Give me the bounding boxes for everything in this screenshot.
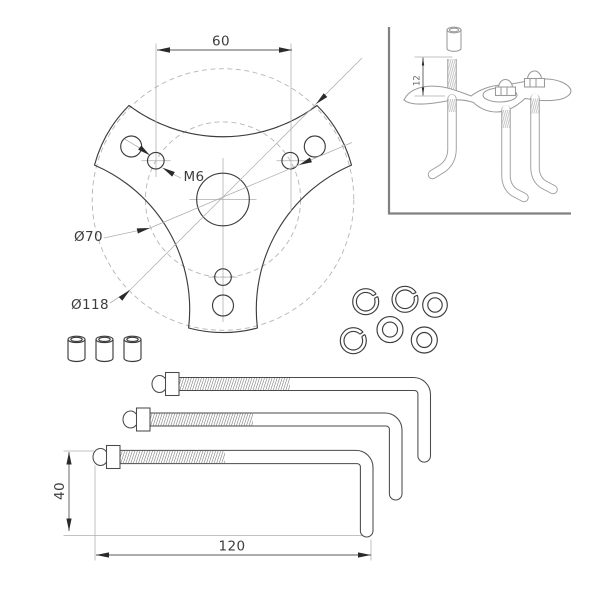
stud-right-leg — [530, 93, 558, 195]
anchor-bolt-middle — [122, 407, 403, 501]
flat-washer — [376, 316, 404, 344]
spacer-sleeve — [95, 335, 114, 363]
flange-plate-outline — [93, 104, 353, 334]
spacer-sleeve — [123, 335, 142, 363]
inset-frame — [387, 27, 571, 215]
m6-label: M6 — [184, 169, 205, 185]
spring-washer — [339, 327, 367, 355]
spring-washer — [352, 288, 380, 316]
dim-12-label: 12 — [413, 75, 423, 86]
dimension-thread-protrusion: 12 — [413, 56, 453, 97]
dim-40-label: 40 — [52, 482, 68, 500]
bolt-cap — [151, 374, 168, 394]
mount-hole-bottom — [211, 294, 235, 317]
inset-plate — [403, 78, 572, 113]
bolt-circle-callout: Ø70 — [74, 142, 353, 245]
anchor-bolt-top — [151, 371, 432, 463]
m6-hole-left — [146, 151, 165, 170]
flange-top-view: 60 M6 Ø70 Ø118 — [71, 34, 363, 334]
mount-hole-left — [120, 135, 143, 158]
dim-60-label: 60 — [212, 34, 230, 50]
d118-label: Ø118 — [71, 297, 109, 313]
dome-nut-right — [523, 70, 546, 88]
inset-assembly-view: 12 — [387, 26, 572, 215]
dimension-total-length: 120 — [96, 539, 371, 558]
flat-washer — [410, 326, 438, 354]
m6-hole-bottom — [214, 268, 232, 286]
stud-left-upper — [447, 58, 457, 92]
bolt-cap — [92, 447, 109, 467]
stud-middle-leg — [501, 105, 529, 203]
outer-dia-callout: Ø118 — [71, 57, 363, 313]
d70-label: Ø70 — [74, 229, 103, 245]
spacer-sleeves — [67, 335, 142, 363]
bolt-nut — [135, 407, 151, 432]
stud-left-leg — [427, 94, 457, 180]
m6-callout: M6 — [162, 167, 205, 185]
spacer-sleeve — [67, 335, 86, 363]
inset-spacer-sleeve — [446, 26, 462, 52]
dimension-leg-length: 40 — [52, 452, 72, 531]
thread-section — [150, 413, 253, 426]
flat-washer — [422, 292, 448, 318]
dimension-hole-spacing: 60 — [157, 34, 292, 53]
mount-hole-right — [303, 135, 326, 158]
bolt-dim-extensions — [63, 450, 372, 561]
hole-pointer — [124, 138, 150, 156]
bolt-cap — [122, 410, 139, 429]
dim-120-label: 120 — [219, 539, 246, 555]
bolt-nut — [105, 444, 121, 470]
anchor-bolt-bottom — [92, 444, 374, 538]
bolt-nut — [164, 371, 180, 397]
center-bore — [196, 172, 250, 227]
outer-diameter-circle — [91, 68, 355, 331]
dome-nut-middle — [494, 79, 517, 97]
thread-section — [120, 450, 225, 464]
spring-washer — [391, 285, 419, 313]
thread-section — [179, 378, 290, 390]
washers — [339, 285, 448, 355]
